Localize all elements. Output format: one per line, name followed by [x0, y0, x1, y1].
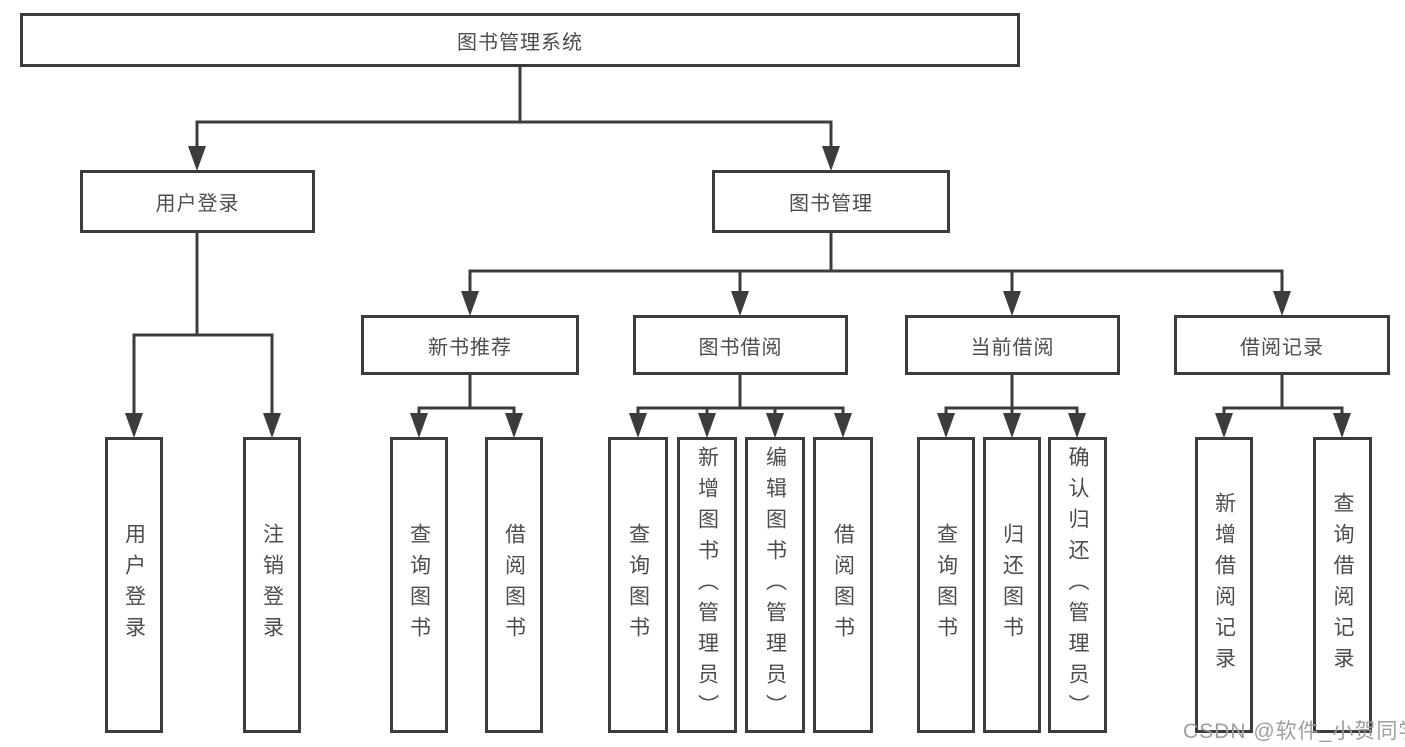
leaf-query-borrow-record: 查询借阅记录 [1313, 437, 1372, 733]
node-label: 查询图书 [626, 523, 650, 647]
leaf-add-borrow-record: 新增借阅记录 [1195, 437, 1253, 733]
node-label: 注销登录 [260, 523, 284, 647]
leaf-query-books-current: 查询图书 [917, 437, 975, 733]
node-label: 当前借阅 [970, 336, 1055, 359]
node-user-login: 用户登录 [80, 170, 315, 233]
node-label: 图书借阅 [698, 336, 783, 359]
csdn-watermark: CSDN @软件_小贺同学 [1183, 720, 1405, 743]
node-label: 查询图书 [934, 523, 958, 647]
node-library-management-system: 图书管理系统 [20, 13, 1020, 67]
node-borrowing-records: 借阅记录 [1174, 315, 1390, 375]
node-label: 借阅记录 [1240, 336, 1324, 359]
node-label: 查询借阅记录 [1331, 492, 1354, 678]
leaf-confirm-return-admin: 确认归还（管理员） [1048, 437, 1107, 733]
leaf-return-books: 归还图书 [983, 437, 1041, 733]
leaf-borrow-books-recommend: 借阅图书 [485, 437, 543, 733]
node-book-management: 图书管理 [712, 170, 950, 233]
node-label: 图书管理系统 [457, 31, 583, 54]
leaf-add-book-admin: 新增图书（管理员） [677, 437, 737, 733]
node-label: 图书管理 [789, 193, 873, 215]
node-label: 借阅图书 [502, 523, 526, 647]
node-label: 确认归还（管理员） [1066, 445, 1089, 725]
leaf-query-books-borrow: 查询图书 [608, 437, 668, 733]
node-label: 归还图书 [1000, 523, 1024, 647]
node-current-borrowing: 当前借阅 [905, 315, 1120, 375]
leaf-edit-book-admin: 编辑图书（管理员） [745, 437, 805, 733]
node-new-book-recommendation: 新书推荐 [361, 315, 579, 375]
node-label: 查询图书 [407, 523, 431, 647]
node-book-borrowing: 图书借阅 [633, 315, 848, 375]
node-label: 新增借阅记录 [1212, 492, 1236, 678]
node-label: 新书推荐 [428, 336, 512, 359]
leaf-user-login: 用户登录 [105, 437, 163, 733]
leaf-logout: 注销登录 [243, 437, 301, 733]
leaf-query-books-recommend: 查询图书 [390, 437, 448, 733]
node-label: 用户登录 [122, 523, 146, 647]
node-label: 用户登录 [155, 193, 240, 215]
node-label: 新增图书（管理员） [695, 445, 719, 725]
node-label: 编辑图书（管理员） [763, 445, 787, 725]
leaf-borrow-books-borrow: 借阅图书 [813, 437, 873, 733]
node-label: 借阅图书 [831, 523, 855, 647]
